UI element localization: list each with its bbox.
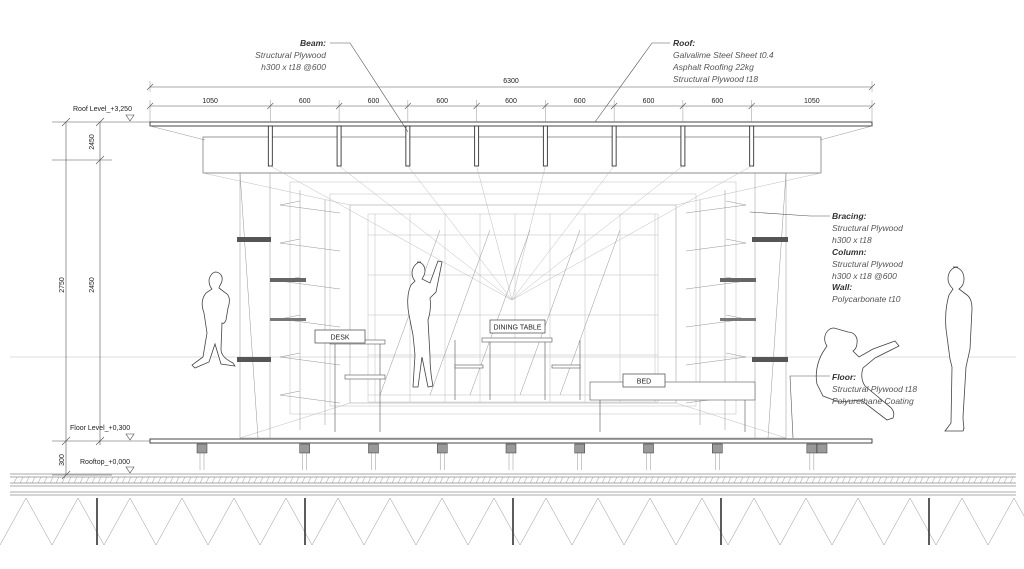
annotation-bracing: Bracing: Structural Plywood h300 x t18 <box>832 211 903 245</box>
bed-label: BED <box>637 379 651 386</box>
beam <box>611 125 617 167</box>
bracing-blocks <box>237 237 788 362</box>
roof-slab <box>149 121 873 127</box>
bracing-title: Bracing: <box>832 211 867 221</box>
rooftop-truss <box>0 473 1024 546</box>
span-label: 600 <box>299 98 311 105</box>
rooftop-level-triangle <box>125 466 135 474</box>
footing <box>574 443 586 454</box>
column-line-1: Structural Plywood <box>832 259 903 269</box>
footing <box>816 443 828 454</box>
beam <box>336 125 342 167</box>
floor-line-2: Polyurethane Coating <box>832 396 914 406</box>
annotation-floor: Floor: Structural Plywood t18 Polyuretha… <box>832 372 917 406</box>
footing <box>196 443 208 454</box>
span-label: 600 <box>368 98 380 105</box>
roof-line-1: Galvalime Steel Sheet t0.4 <box>673 50 774 60</box>
footing <box>806 443 818 454</box>
annotation-roof: Roof: Galvalime Steel Sheet t0.4 Asphalt… <box>672 38 774 84</box>
span-label: 1050 <box>202 98 218 105</box>
desk-label: DESK <box>330 335 349 342</box>
annotation-leaders <box>330 42 830 439</box>
roof-level-triangle <box>125 114 135 122</box>
annotation-beam: Beam: Structural Plywood h300 x t18 @600 <box>255 38 326 72</box>
building-section <box>149 121 873 470</box>
dining-label: DINING TABLE <box>494 325 542 332</box>
human-figures <box>191 260 973 432</box>
footing <box>643 443 654 454</box>
floor-slab <box>149 438 873 444</box>
rooftop-level-label: Rooftop_+0,000 <box>80 459 130 466</box>
room-labels: DESK DINING TABLE BED <box>314 319 666 388</box>
span-label: 600 <box>436 98 448 105</box>
span-label: 600 <box>711 98 723 105</box>
bracing-line-1: Structural Plywood <box>832 223 903 233</box>
footing <box>712 443 723 454</box>
column-title: Column: <box>832 247 867 257</box>
beam <box>474 125 480 167</box>
beam <box>542 125 548 167</box>
floor-level-triangle <box>125 433 135 441</box>
vertical-total-label: 2750 <box>59 277 66 293</box>
floor-title: Floor: <box>832 372 856 382</box>
wall-line-1: Polycarbonate t10 <box>832 294 901 304</box>
vertical-middle-label: 2450 <box>89 277 96 293</box>
beam-line-2: h300 x t18 @600 <box>261 62 326 72</box>
furniture <box>329 337 756 432</box>
annotation-column: Column: Structural Plywood h300 x t18 @6… <box>832 247 903 281</box>
footing <box>505 443 517 454</box>
wall-title: Wall: <box>832 282 852 292</box>
roof-line-3: Structural Plywood t18 <box>673 74 758 84</box>
level-markers: Roof Level_+3,250 Floor Level_+0,300 Roo… <box>70 106 135 474</box>
bed-label-box <box>622 373 666 388</box>
vertical-base-label: 300 <box>59 454 66 466</box>
beam <box>749 125 755 167</box>
annotation-wall: Wall: Polycarbonate t10 <box>832 282 901 304</box>
footing <box>368 443 379 454</box>
vertical-upper-label: 2450 <box>89 134 96 150</box>
bracing-line-2: h300 x t18 <box>832 235 872 245</box>
beam-title: Beam: <box>300 38 326 48</box>
roof-title: Roof: <box>673 38 695 48</box>
beam <box>680 125 686 167</box>
desk-label-box <box>314 329 366 344</box>
span-label: 1050 <box>804 98 820 105</box>
roof-level-label: Roof Level_+3,250 <box>73 106 132 113</box>
dining-label-box <box>489 319 546 334</box>
footing <box>299 443 310 454</box>
overall-width-label: 6300 <box>503 78 519 85</box>
floor-line-1: Structural Plywood t18 <box>832 384 917 394</box>
beam-line-1: Structural Plywood <box>255 50 326 60</box>
roof-line-2: Asphalt Roofing 22kg <box>672 62 754 72</box>
column-line-2: h300 x t18 @600 <box>832 271 897 281</box>
footing <box>436 443 448 454</box>
span-label: 600 <box>643 98 655 105</box>
span-label: 600 <box>505 98 517 105</box>
span-label: 600 <box>574 98 586 105</box>
floor-level-label: Floor Level_+0,300 <box>70 425 130 432</box>
beam <box>267 125 273 167</box>
